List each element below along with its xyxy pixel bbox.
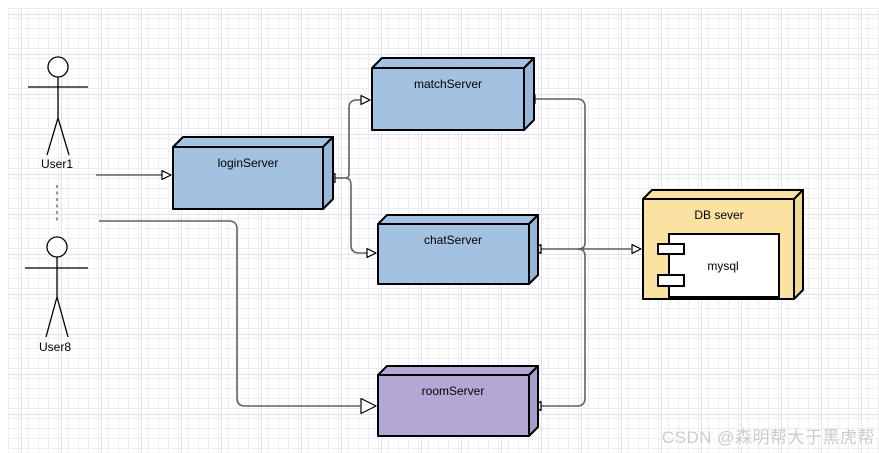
actor-user8-label: User8 bbox=[39, 340, 71, 354]
cube-side-face bbox=[528, 365, 539, 437]
edge-user1-loginserver bbox=[96, 170, 172, 180]
large-open-arrowhead-icon bbox=[360, 397, 377, 415]
cube-side-face bbox=[322, 136, 334, 210]
component-port-icon bbox=[657, 243, 685, 255]
cube-front-face bbox=[377, 374, 530, 437]
node-matchserver-label: matchServer bbox=[414, 77, 482, 91]
cube-side-face bbox=[523, 57, 535, 131]
open-arrowhead-icon bbox=[366, 248, 377, 258]
node-matchserver: matchServer bbox=[371, 57, 535, 131]
cube-top-face bbox=[377, 214, 539, 225]
node-dbserver: DB sever mysql bbox=[642, 189, 804, 300]
node-loginserver-label: loginServer bbox=[218, 156, 279, 170]
actor-head-icon bbox=[47, 56, 69, 78]
actor-user1: User1 bbox=[28, 56, 88, 171]
cube-front-face bbox=[172, 146, 324, 210]
cube-side-face bbox=[528, 214, 539, 285]
node-chatserver: chatServer bbox=[377, 214, 539, 285]
edge-user8-roomserver bbox=[99, 220, 377, 415]
component-body bbox=[668, 233, 780, 298]
cube-front-face bbox=[377, 223, 530, 285]
component-mysql-label: mysql bbox=[707, 259, 738, 273]
actor-user1-label: User1 bbox=[41, 157, 73, 171]
edge-loginserver-chatserver bbox=[346, 177, 377, 258]
actor-head-icon bbox=[46, 236, 68, 258]
edge-roomserver-db bbox=[531, 248, 586, 411]
node-chatserver-label: chatServer bbox=[424, 233, 482, 247]
cube-top-face bbox=[371, 57, 535, 69]
watermark: CSDN @森明帮大于黑虎帮 bbox=[661, 428, 875, 447]
node-roomserver: roomServer bbox=[377, 365, 539, 437]
actor-body-icon bbox=[28, 77, 88, 156]
open-arrowhead-icon bbox=[631, 244, 642, 254]
uml-component-mysql: mysql bbox=[657, 233, 780, 298]
component-port-icon bbox=[657, 274, 685, 287]
cube-top-face bbox=[172, 136, 334, 148]
cube-side-face bbox=[793, 189, 804, 300]
open-arrowhead-icon bbox=[360, 95, 371, 105]
actor-user8: User8 bbox=[25, 236, 88, 354]
actor-body-icon bbox=[25, 257, 88, 338]
cube-top-face bbox=[642, 189, 804, 200]
cube-top-face bbox=[377, 365, 539, 376]
open-arrowhead-icon bbox=[161, 170, 172, 180]
edge-chatserver-db bbox=[531, 244, 642, 254]
cube-front-face bbox=[371, 67, 525, 131]
node-roomserver-label: roomServer bbox=[422, 384, 485, 398]
node-dbserver-label: DB sever bbox=[694, 208, 743, 222]
node-loginserver: loginServer bbox=[172, 136, 334, 210]
